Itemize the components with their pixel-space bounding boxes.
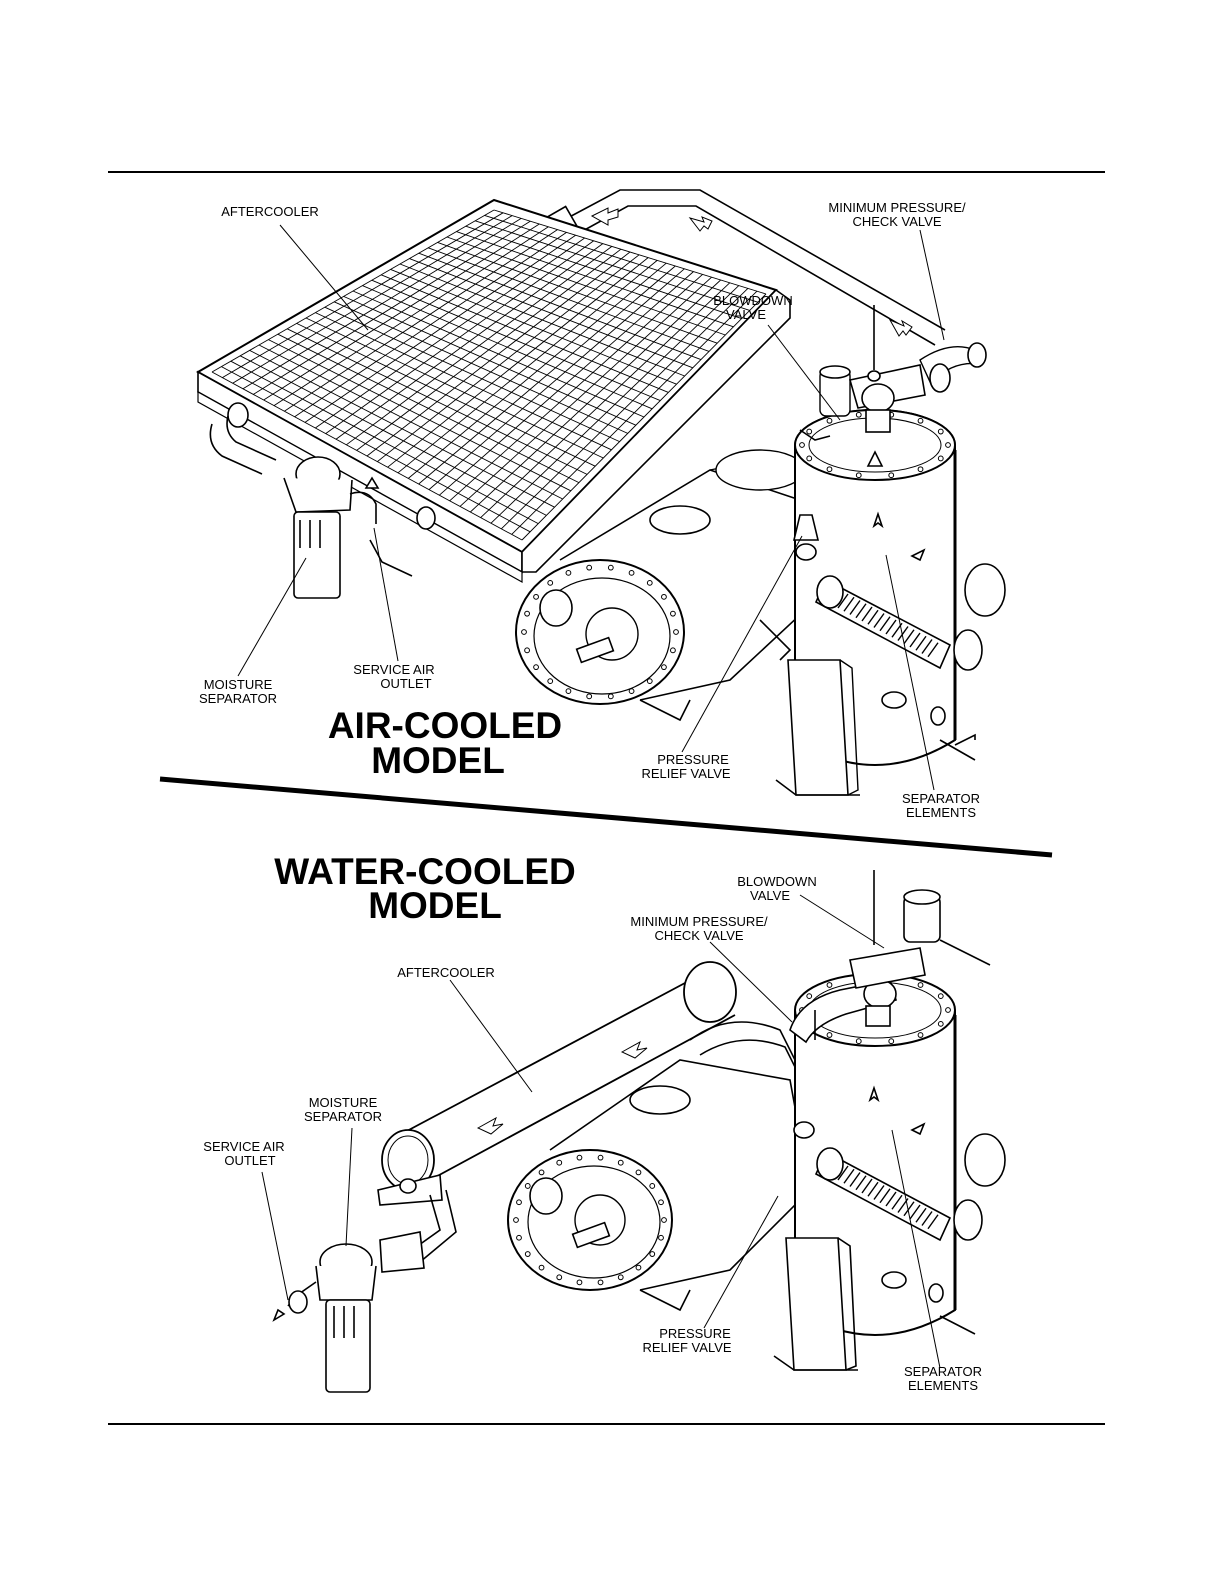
water-min-pressure-label-1: MINIMUM PRESSURE/ xyxy=(630,914,768,929)
water-pressure-relief-label-2: RELIEF VALVE xyxy=(642,1340,731,1355)
water-separator-label-1: SEPARATOR xyxy=(904,1364,982,1379)
air-service-air-label-2: OUTLET xyxy=(380,676,431,691)
water-service-air-label-2: OUTLET xyxy=(224,1153,275,1168)
air-blowdown-label-2: VALVE xyxy=(726,307,766,322)
water-aftercooler-label: AFTERCOOLER xyxy=(397,965,495,980)
air-cooled-title-2: MODEL xyxy=(371,740,505,781)
air-separator-label-2: ELEMENTS xyxy=(906,805,976,820)
water-cooled-leaders xyxy=(261,894,941,1369)
air-cooled-leaders xyxy=(237,224,945,791)
water-blowdown-label-1: BLOWDOWN xyxy=(737,874,816,889)
water-cooled-illustration xyxy=(272,870,1006,1393)
air-cooled-labels: AFTERCOOLER MINIMUM PRESSURE/ CHECK VALV… xyxy=(199,200,980,820)
air-separator-label-1: SEPARATOR xyxy=(902,791,980,806)
air-cooled-illustration xyxy=(195,189,1006,796)
water-moisture-label-1: MOISTURE xyxy=(309,1095,378,1110)
water-service-air-label-1: SERVICE AIR xyxy=(203,1139,284,1154)
air-min-pressure-label-2: CHECK VALVE xyxy=(852,214,941,229)
air-blowdown-label-1: BLOWDOWN xyxy=(713,293,792,308)
water-blowdown-label-2: VALVE xyxy=(750,888,790,903)
water-cooled-title-1: WATER-COOLED xyxy=(274,851,575,892)
air-cooled-title-1: AIR-COOLED xyxy=(328,705,562,746)
water-moisture-label-2: SEPARATOR xyxy=(304,1109,382,1124)
air-aftercooler-label: AFTERCOOLER xyxy=(221,204,319,219)
air-min-pressure-label-1: MINIMUM PRESSURE/ xyxy=(828,200,966,215)
water-pressure-relief-label-1: PRESSURE xyxy=(659,1326,731,1341)
water-cooled-title-2: MODEL xyxy=(368,885,502,926)
air-moisture-label-2: SEPARATOR xyxy=(199,691,277,706)
water-separator-label-2: ELEMENTS xyxy=(908,1378,978,1393)
air-pressure-relief-label-2: RELIEF VALVE xyxy=(641,766,730,781)
air-moisture-label-1: MOISTURE xyxy=(204,677,273,692)
water-cooled-labels: WATER-COOLED MODEL BLOWDOWN VALVE MINIMU… xyxy=(203,851,982,1393)
water-min-pressure-label-2: CHECK VALVE xyxy=(654,928,743,943)
air-pressure-relief-label-1: PRESSURE xyxy=(657,752,729,767)
air-service-air-label-1: SERVICE AIR xyxy=(353,662,434,677)
section-divider xyxy=(159,776,1053,858)
